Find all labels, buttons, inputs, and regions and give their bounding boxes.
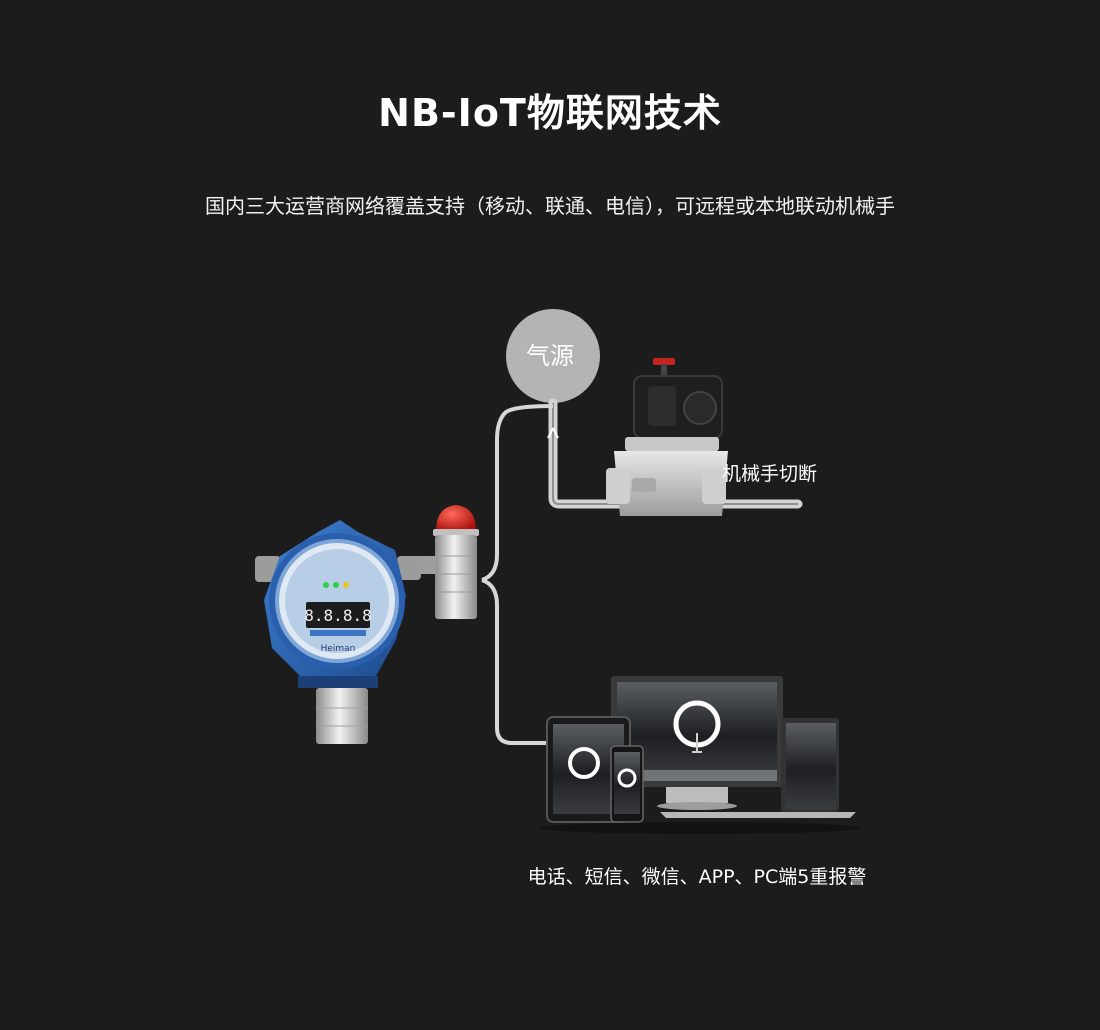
signal-line-upper bbox=[481, 404, 554, 582]
page-subtitle: 国内三大运营商网络覆盖支持（移动、联通、电信），可远程或本地联动机械手 bbox=[205, 194, 895, 218]
detector-display-readout: 8.8.8.8 bbox=[304, 606, 371, 625]
gas-source-label: 气源 bbox=[526, 342, 574, 370]
valve-label: 机械手切断 bbox=[722, 463, 818, 485]
smartphone bbox=[610, 745, 644, 823]
manipulator-valve bbox=[606, 358, 728, 516]
page-title: NB-IoT物联网技术 bbox=[378, 91, 722, 135]
gas-pipe-inner bbox=[552, 403, 798, 505]
desktop-monitor bbox=[611, 676, 783, 810]
gas-detector bbox=[255, 520, 421, 744]
laptop bbox=[660, 718, 856, 818]
gas-source-circle bbox=[506, 309, 600, 403]
detector-brand-label: Heiman bbox=[321, 644, 356, 654]
flow-arrow-icon bbox=[547, 427, 559, 439]
signal-line-lower bbox=[481, 578, 548, 745]
alarm-lamp bbox=[418, 505, 479, 619]
alarm-channels-label: 电话、短信、微信、APP、PC端5重报警 bbox=[527, 866, 867, 888]
